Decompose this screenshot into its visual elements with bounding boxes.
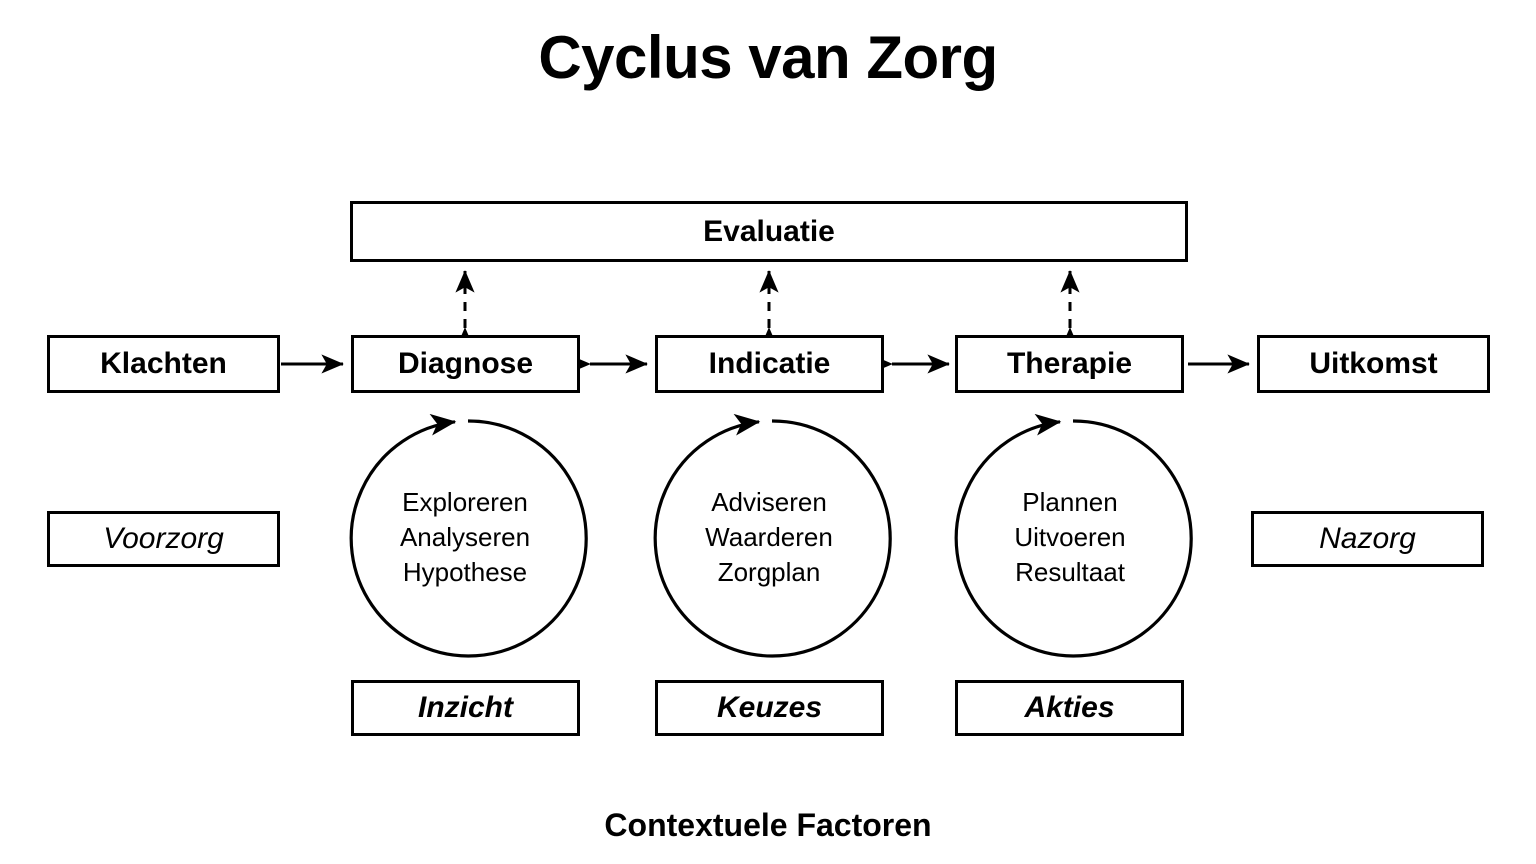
cycle-step-inzicht-2: Analyseren — [399, 522, 531, 552]
stage-box-uitkomst[interactable]: Uitkomst — [1257, 335, 1490, 393]
cycle-step-akties-3: Resultaat — [1015, 557, 1125, 587]
care-box-nazorg[interactable]: Nazorg — [1251, 511, 1484, 567]
page-title: Cyclus van Zorg — [538, 24, 998, 91]
stage-box-diagnose[interactable]: Diagnose — [351, 335, 580, 393]
cycle-step-inzicht-3: Hypothese — [402, 557, 528, 587]
stage-box-klachten[interactable]: Klachten — [47, 335, 280, 393]
stage-box-therapie[interactable]: Therapie — [955, 335, 1184, 393]
stage-label-diagnose: Diagnose — [397, 347, 534, 381]
outcome-box-inzicht[interactable]: Inzicht — [351, 680, 580, 736]
stage-label-uitkomst: Uitkomst — [1309, 347, 1438, 381]
care-box-voorzorg[interactable]: Voorzorg — [47, 511, 280, 567]
cycle-step-akties-2: Uitvoeren — [1014, 522, 1126, 552]
cycle-text-akties: Plannen Uitvoeren Resultaat — [955, 485, 1185, 590]
cycle-text-keuzes: Adviseren Waarderen Zorgplan — [654, 485, 884, 590]
outcome-label-keuzes: Keuzes — [716, 691, 823, 725]
cycle-step-inzicht-1: Exploreren — [402, 487, 528, 517]
cycle-step-keuzes-2: Waarderen — [705, 522, 833, 552]
stage-box-indicatie[interactable]: Indicatie — [655, 335, 884, 393]
cycle-text-inzicht: Exploreren Analyseren Hypothese — [350, 485, 580, 590]
footer-label: Contextuele Factoren — [604, 807, 932, 843]
evaluatie-box[interactable]: Evaluatie — [350, 201, 1188, 262]
outcome-box-keuzes[interactable]: Keuzes — [655, 680, 884, 736]
outcome-label-inzicht: Inzicht — [418, 691, 513, 725]
stage-label-therapie: Therapie — [1006, 347, 1133, 381]
cycle-step-keuzes-3: Zorgplan — [717, 557, 821, 587]
care-label-nazorg: Nazorg — [1319, 522, 1416, 556]
stage-label-indicatie: Indicatie — [708, 347, 831, 381]
outcome-box-akties[interactable]: Akties — [955, 680, 1184, 736]
stage-label-klachten: Klachten — [100, 347, 227, 381]
cycle-step-akties-1: Plannen — [1022, 487, 1118, 517]
care-label-voorzorg: Voorzorg — [103, 522, 224, 556]
evaluatie-label: Evaluatie — [703, 214, 835, 248]
outcome-label-akties: Akties — [1024, 691, 1115, 725]
cycle-step-keuzes-1: Adviseren — [711, 487, 827, 517]
